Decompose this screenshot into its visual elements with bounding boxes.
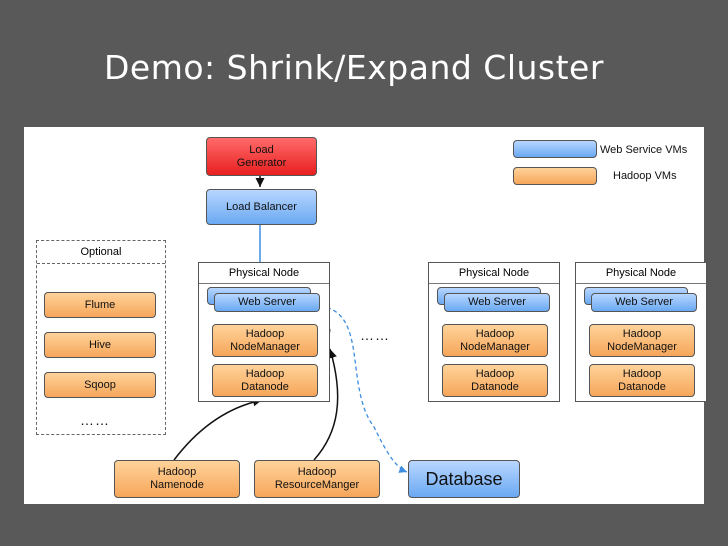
database-box: Database (408, 460, 520, 498)
physical-node-3-header: Physical Node (576, 263, 706, 284)
architecture-diagram: Load Generator Load Balancer Web Service… (24, 127, 707, 504)
node-manager-1-box: Hadoop NodeManager (212, 324, 318, 357)
datanode-1-box: Hadoop Datanode (212, 364, 318, 397)
optional-group: Optional (36, 240, 166, 435)
load-generator-box: Load Generator (206, 137, 317, 176)
resource-manager-box: Hadoop ResourceManger (254, 460, 380, 498)
datanode-2-box: Hadoop Datanode (442, 364, 548, 397)
namenode-box: Hadoop Namenode (114, 460, 240, 498)
optional-more-ellipsis: …… (80, 412, 110, 428)
legend-web-service-swatch (513, 140, 597, 158)
webserver-to-database-link (319, 305, 408, 473)
flume-box: Flume (44, 292, 156, 318)
slide-title: Demo: Shrink/Expand Cluster (104, 48, 604, 87)
legend-hadoop-label: Hadoop VMs (613, 170, 677, 182)
datanode-3-box: Hadoop Datanode (589, 364, 695, 397)
web-server-2-box: Web Server (444, 293, 550, 312)
resourcemanager-to-nodemanager-arrow (313, 348, 339, 461)
web-server-3-box: Web Server (591, 293, 697, 312)
physical-node-1-header: Physical Node (199, 263, 329, 284)
legend-hadoop-swatch (513, 167, 597, 185)
more-nodes-ellipsis: …… (360, 327, 390, 343)
legend-web-service-label: Web Service VMs (600, 144, 688, 156)
sqoop-box: Sqoop (44, 372, 156, 398)
namenode-to-datanode-arrow (173, 397, 263, 461)
web-server-1-box: Web Server (214, 293, 320, 312)
physical-node-2-header: Physical Node (429, 263, 559, 284)
hive-box: Hive (44, 332, 156, 358)
load-balancer-box: Load Balancer (206, 189, 317, 225)
node-manager-3-box: Hadoop NodeManager (589, 324, 695, 357)
optional-header: Optional (37, 241, 165, 264)
node-manager-2-box: Hadoop NodeManager (442, 324, 548, 357)
